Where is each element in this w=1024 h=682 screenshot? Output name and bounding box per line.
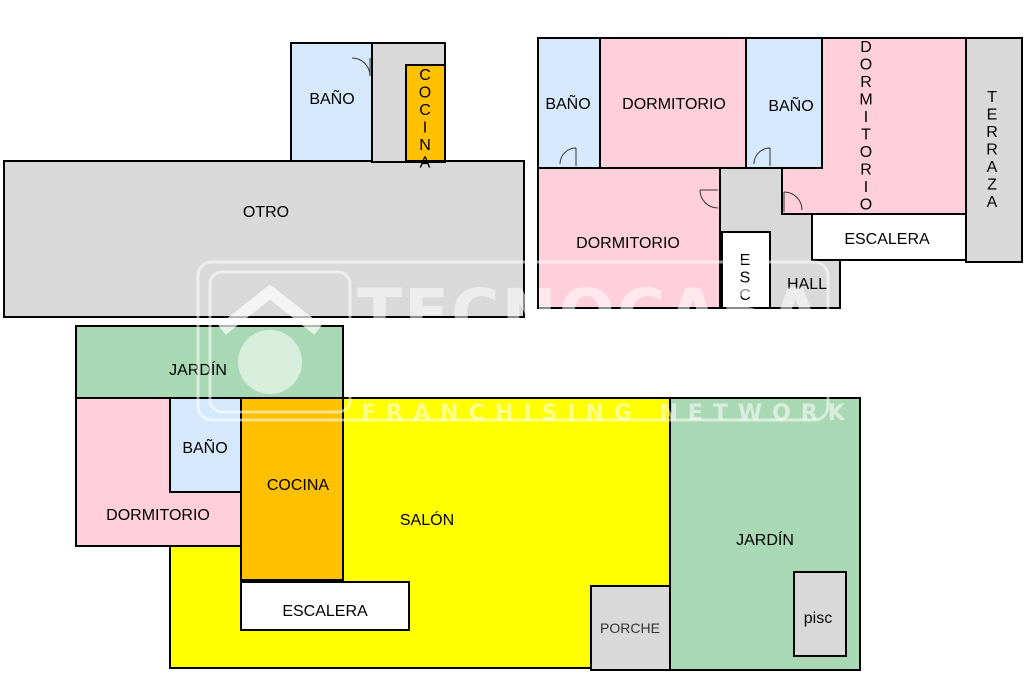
watermark-brand: TECNOCASA [357, 275, 823, 352]
room-cocina-bottom [240, 397, 344, 581]
door-swing-icon [351, 57, 371, 77]
label-escalera-bottom: ESCALERA [282, 603, 368, 620]
room-bano-2 [745, 37, 823, 169]
label-porche: PORCHE [600, 620, 660, 636]
door-swing-icon [783, 191, 803, 212]
room-bano-1 [537, 37, 601, 169]
room-esc [721, 231, 771, 309]
watermark-tagline: FRANCHISING NETWORK [361, 401, 855, 426]
label-jardin-bottom: JARDÍN [736, 530, 794, 549]
pool [793, 571, 847, 657]
label-salon: SALÓN [400, 510, 454, 529]
door-swing-icon [699, 189, 719, 209]
room-cocina-top-left [405, 64, 446, 162]
house-icon [218, 284, 322, 335]
label-dormitorio-1: DORMITORIO [622, 96, 726, 113]
label-bano-2: BAÑO [768, 95, 813, 115]
label-hall: HALL [787, 276, 827, 293]
label-bano-bottom: BAÑO [182, 437, 227, 457]
label-bano-top-left: BAÑO [309, 88, 354, 108]
door-swing-icon [559, 147, 577, 166]
plan-top-right: BAÑO DORMITORIO BAÑO DORMITORIO ESCALERA… [537, 37, 1023, 309]
plan-bottom: JARDÍN BAÑO COCINA DORMITORIO SALÓN ESCA… [75, 325, 861, 671]
watermark-logo-box [208, 270, 352, 414]
room-porche [590, 585, 671, 671]
label-otro: OTRO [243, 204, 289, 221]
label-bano-1: BAÑO [545, 93, 590, 113]
watermark-logo-frame [196, 260, 830, 422]
label-pisc: pisc [804, 610, 832, 627]
room-bano-bottom [169, 397, 242, 493]
label-dormitorio-3: DORMITORIO [576, 235, 680, 252]
watermark: TECNOCASA FRANCHISING NETWORK [196, 260, 855, 426]
watermark-circle-icon [238, 330, 302, 394]
door-swing-icon [753, 147, 771, 166]
label-dormitorio-bottom: DORMITORIO [106, 507, 210, 524]
label-escalera-top: ESCALERA [844, 231, 930, 248]
room-escalera-bottom [240, 581, 410, 631]
room-escalera-top [811, 213, 967, 261]
label-cocina-bottom: COCINA [267, 477, 330, 494]
room-terraza [965, 37, 1023, 263]
room-bano-top-left [290, 42, 373, 162]
